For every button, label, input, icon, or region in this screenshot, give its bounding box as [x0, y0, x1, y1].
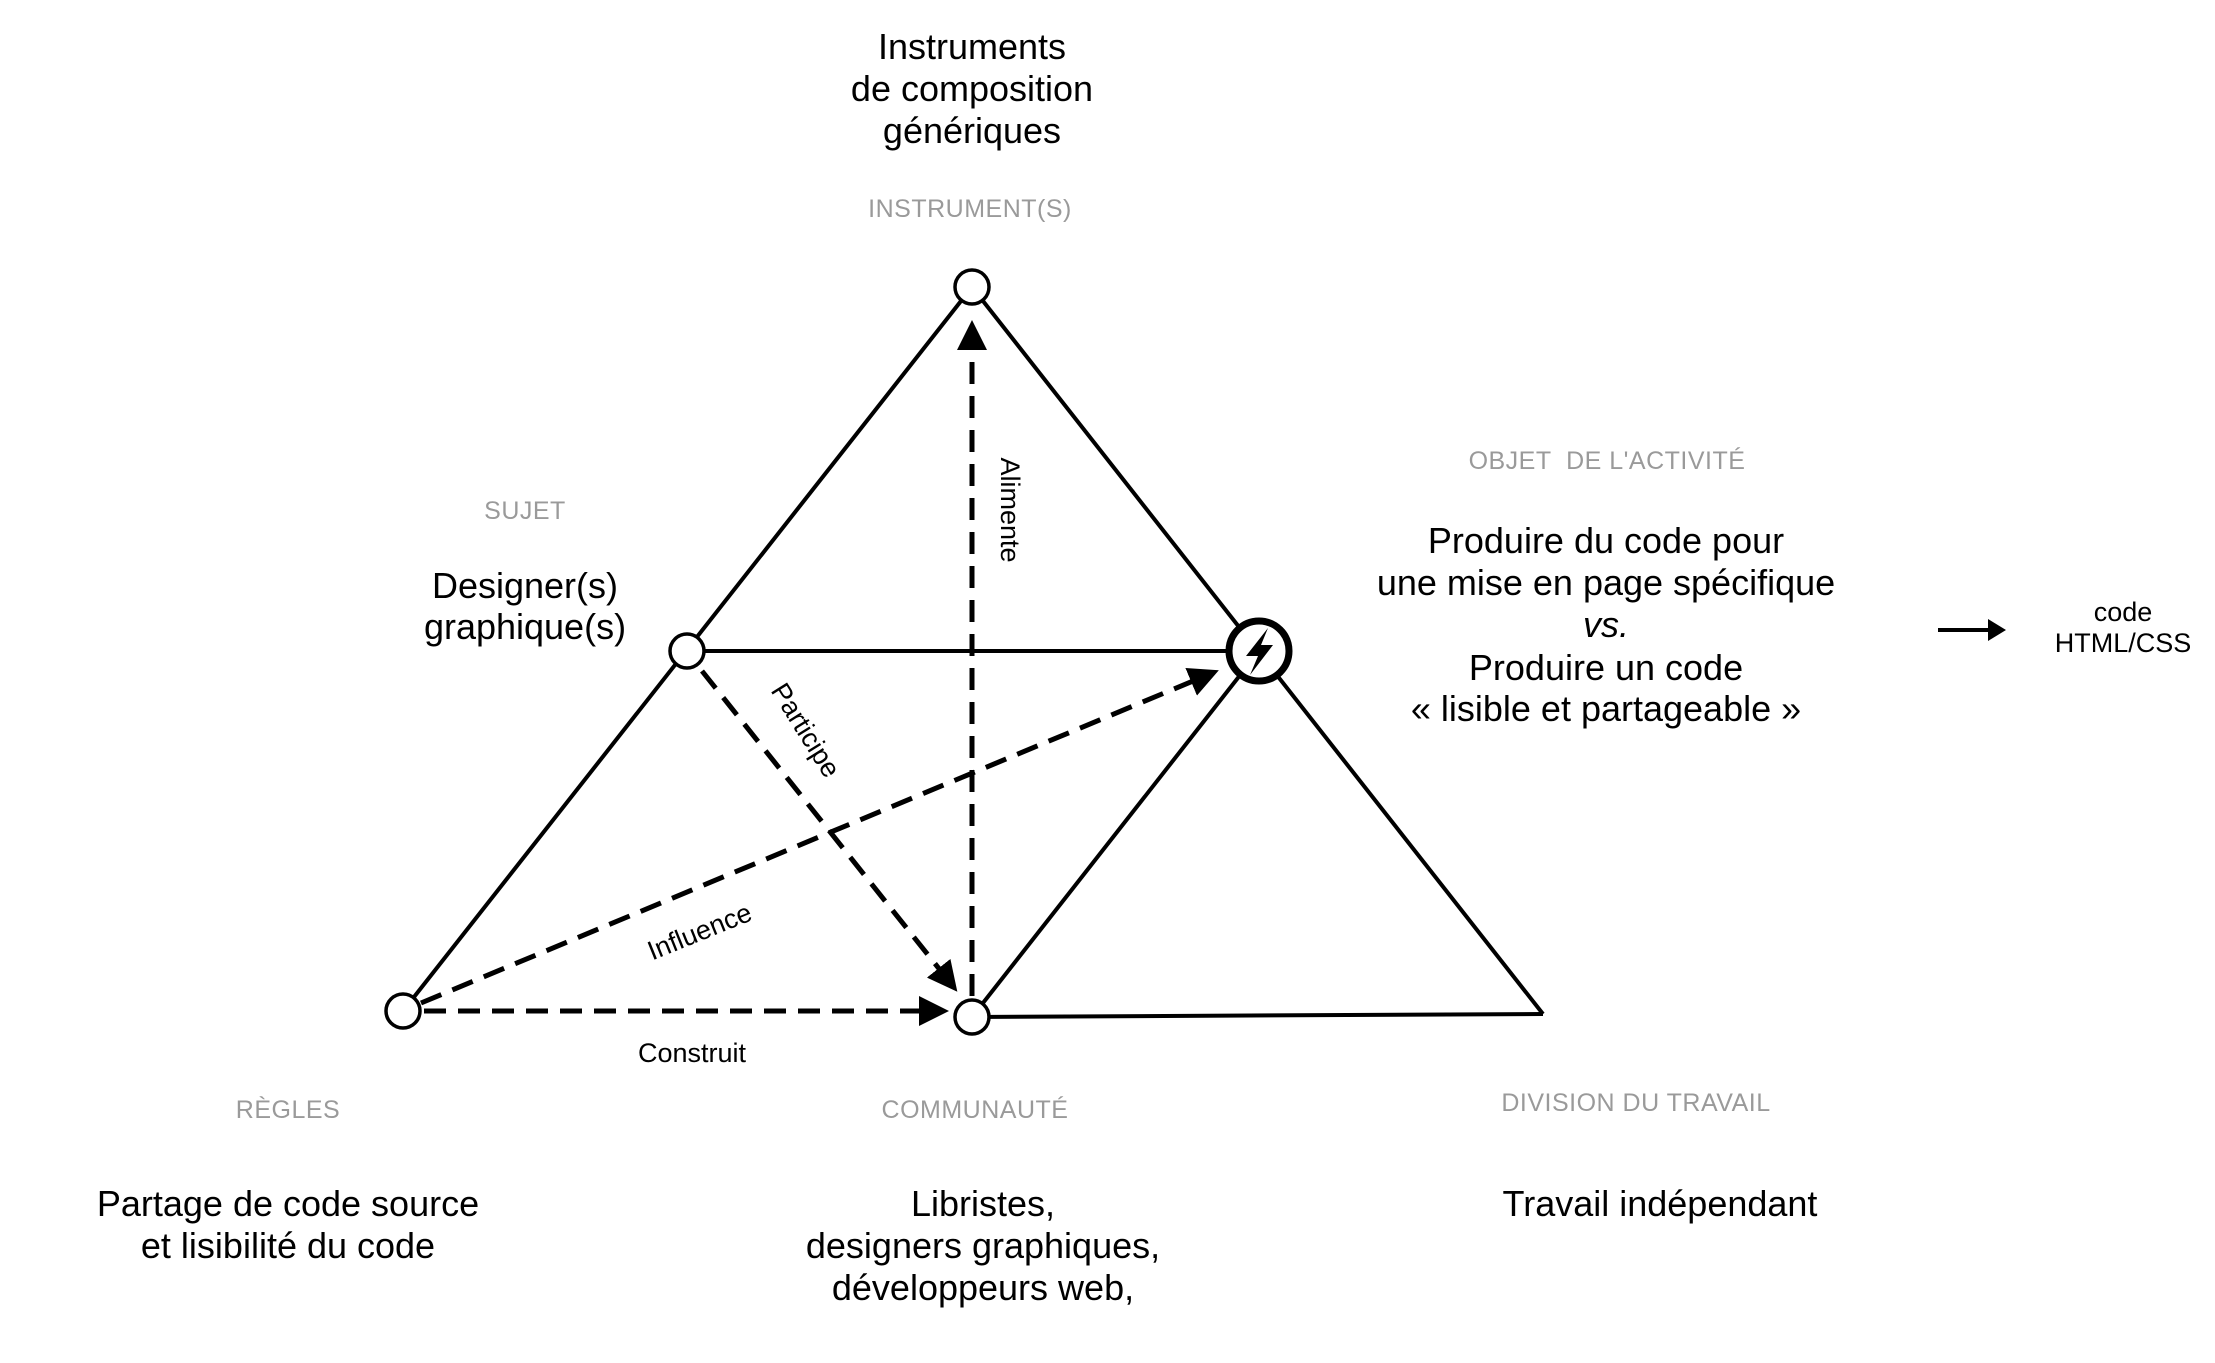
rules-block: RÈGLES Partage de code source et lisibil…: [97, 1095, 479, 1266]
object-line: « lisible et partageable »: [1411, 688, 1801, 729]
rules-line: et lisibilité du code: [141, 1225, 435, 1266]
label-construit: Construit: [638, 1038, 747, 1068]
community-line: Libristes,: [911, 1183, 1055, 1224]
rules-caption: RÈGLES: [236, 1095, 340, 1124]
subject-line: Designer(s): [432, 565, 618, 606]
instrument-line: Instruments: [878, 26, 1066, 67]
label-influence: Influence: [643, 897, 756, 966]
node-object: [1225, 617, 1293, 685]
subject-block: SUJET Designer(s) graphique(s): [424, 497, 626, 647]
community-line: développeurs web,: [832, 1267, 1134, 1308]
node-community: [953, 998, 991, 1036]
arrow-right-icon: [1938, 619, 2006, 641]
edge-community-division: [971, 1012, 1544, 1019]
edge-community-object: [970, 649, 1261, 1019]
instrument-block: Instruments de composition génériques IN…: [851, 26, 1093, 223]
outcome-line: code: [2094, 597, 2153, 627]
object-line: une mise en page spécifique: [1377, 562, 1835, 603]
subject-caption: SUJET: [484, 497, 566, 525]
rules-line: Partage de code source: [97, 1183, 479, 1224]
object-caption: OBJET DE L'ACTIVITÉ: [1469, 446, 1746, 475]
object-line: vs.: [1583, 604, 1629, 645]
object-line: Produire du code pour: [1428, 520, 1784, 561]
object-block: OBJET DE L'ACTIVITÉ Produire du code pou…: [1377, 446, 1835, 729]
instrument-line: génériques: [883, 110, 1061, 151]
subject-line: graphique(s): [424, 606, 626, 647]
node-subject: [668, 632, 706, 670]
community-caption: COMMUNAUTÉ: [882, 1095, 1069, 1124]
lightning-icon: [1246, 628, 1273, 675]
label-alimente: Alimente: [995, 457, 1025, 562]
community-block: COMMUNAUTÉ Libristes, designers graphiqu…: [806, 1095, 1160, 1308]
instrument-line: de composition: [851, 68, 1093, 109]
division-line: Travail indépendant: [1503, 1183, 1818, 1224]
outcome-block: code HTML/CSS: [1938, 597, 2191, 658]
relation-arrows: [420, 320, 1219, 1026]
arrow-influence: [420, 667, 1219, 1006]
community-line: designers graphiques,: [806, 1225, 1160, 1266]
node-rules: [384, 992, 422, 1030]
division-block: DIVISION DU TRAVAIL Travail indépendant: [1501, 1089, 1817, 1224]
outcome-line: HTML/CSS: [2055, 628, 2192, 658]
instrument-caption: INSTRUMENT(S): [868, 195, 1072, 223]
node-instrument: [953, 268, 991, 306]
division-caption: DIVISION DU TRAVAIL: [1501, 1089, 1770, 1117]
object-line: Produire un code: [1469, 647, 1743, 688]
arrow-participe: [700, 669, 958, 992]
